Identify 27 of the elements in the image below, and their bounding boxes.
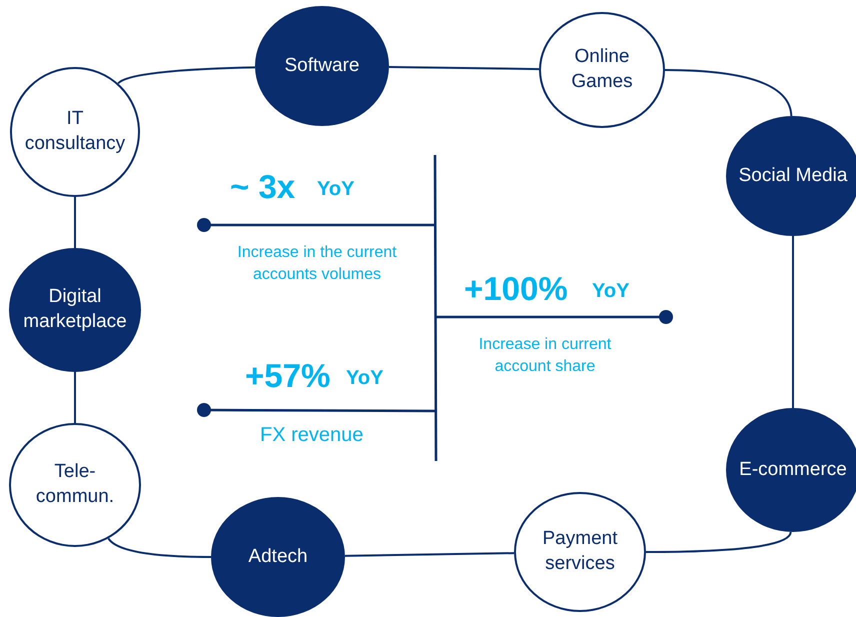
stat-unit: YoY xyxy=(592,280,630,303)
node-label: Digital marketplace xyxy=(22,285,128,334)
stat-value: +100% xyxy=(464,270,568,308)
stat-unit: YoY xyxy=(346,367,384,390)
node-label: Tele-commun. xyxy=(34,460,116,509)
node-label: Software xyxy=(284,54,360,78)
connector-line xyxy=(118,66,256,84)
stat-value: +57% xyxy=(245,357,330,395)
node-label: Adtech xyxy=(248,544,308,569)
node-label: Online Games xyxy=(570,45,634,94)
connector-line xyxy=(388,66,540,70)
connector-line xyxy=(344,552,514,557)
node-label: Social Media xyxy=(738,164,848,188)
connector-line xyxy=(74,197,76,248)
stat-unit: YoY xyxy=(317,178,354,201)
stat-caption: Increase in current account share xyxy=(478,335,612,377)
connector-line xyxy=(74,372,76,423)
connector-line xyxy=(108,538,212,558)
node-label: IT consultancy xyxy=(24,107,126,156)
stat-caption: FX revenue xyxy=(260,424,364,447)
stat-caption: Increase in the current accounts volumes xyxy=(236,243,398,285)
node-label: E-commerce xyxy=(739,458,847,482)
connector-line xyxy=(646,532,792,553)
connector-line xyxy=(792,236,794,408)
node-label: Payment services xyxy=(542,527,618,576)
connector-line xyxy=(664,69,792,116)
stat-value: ~ 3x xyxy=(230,168,296,206)
